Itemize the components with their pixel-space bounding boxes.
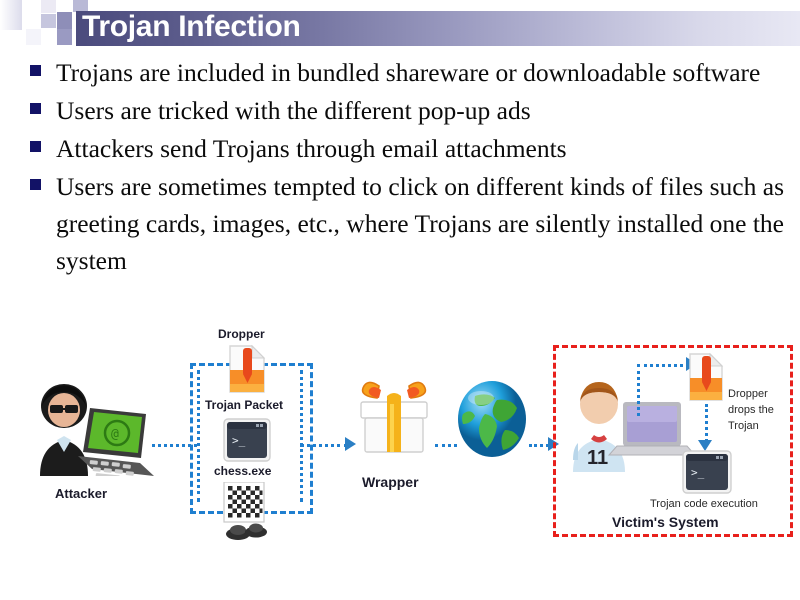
connector-victim-to-dropper xyxy=(637,364,689,367)
victim-user-figure: 11 xyxy=(565,380,697,472)
connector-victim-up xyxy=(637,364,640,416)
victim-jersey-number: 11 xyxy=(587,447,608,469)
dropper-drops-trojan-line2: drops the xyxy=(728,404,774,416)
svg-text:>_: >_ xyxy=(691,466,705,479)
bullet-text: Users are sometimes tempted to click on … xyxy=(56,172,784,275)
trojan-infection-diagram: Dropper Trojan Packet >_ chess.exe xyxy=(0,322,800,567)
decorative-square-icon xyxy=(41,0,56,13)
bullet-text: Users are tricked with the different pop… xyxy=(56,96,531,125)
terminal-icon: >_ xyxy=(223,418,271,462)
connector-vertical-right xyxy=(300,370,303,502)
dropper-icon xyxy=(688,352,724,402)
connector-packet-to-wrapper xyxy=(300,444,348,447)
dropper-drops-trojan-line1: Dropper xyxy=(728,388,768,400)
decorative-square-icon xyxy=(57,0,72,13)
bullet-square-icon xyxy=(30,65,41,76)
arrow-head-icon xyxy=(345,437,356,451)
slide-title-bar: Trojan Infection xyxy=(0,0,800,48)
decorative-square-icon xyxy=(41,29,56,45)
globe-internet-icon xyxy=(455,380,529,458)
connector-wrapper-to-globe xyxy=(435,444,457,447)
trojan-packet-label: Trojan Packet xyxy=(205,398,284,412)
bullet-square-icon xyxy=(30,141,41,152)
connector-dropper-to-terminal xyxy=(705,404,708,442)
decorative-square-icon xyxy=(57,29,72,45)
dropper-icon xyxy=(228,344,266,394)
trojan-code-execution-label: Trojan code execution xyxy=(650,498,758,510)
decorative-square-icon xyxy=(0,0,22,30)
dropper-drops-trojan-line3: Trojan xyxy=(728,420,759,432)
list-item: Attackers send Trojans through email att… xyxy=(24,130,784,167)
victim-system-box xyxy=(553,345,793,537)
decorative-square-icon xyxy=(26,14,41,28)
decorative-square-icon xyxy=(57,12,72,29)
connector-attacker-to-packet xyxy=(152,444,197,447)
wrapper-gift-icon xyxy=(355,380,433,458)
list-item: Users are tricked with the different pop… xyxy=(24,92,784,129)
chess-exe-label: chess.exe xyxy=(214,464,272,478)
dropper-label: Dropper xyxy=(218,327,265,341)
bullet-text: Attackers send Trojans through email att… xyxy=(56,134,567,163)
victim-system-label: Victim's System xyxy=(612,514,719,530)
title-gradient-band xyxy=(76,11,800,46)
attacker-label: Attacker xyxy=(55,486,108,501)
attacker-figure: @ xyxy=(30,380,160,480)
svg-text:>_: >_ xyxy=(232,434,246,447)
bullet-text: Trojans are included in bundled sharewar… xyxy=(56,58,761,87)
decorative-square-icon xyxy=(73,0,88,12)
terminal-icon: >_ xyxy=(682,450,732,494)
wrapper-label: Wrapper xyxy=(362,474,419,490)
svg-text:@: @ xyxy=(111,427,119,442)
list-item: Trojans are included in bundled sharewar… xyxy=(24,54,784,91)
bullet-square-icon xyxy=(30,179,41,190)
chessboard-icon xyxy=(222,481,274,544)
page-title: Trojan Infection xyxy=(82,10,301,43)
arrow-head-icon xyxy=(698,440,712,451)
connector-globe-to-victim xyxy=(529,444,554,447)
connector-vertical-left xyxy=(197,370,200,502)
decorative-square-icon xyxy=(26,0,40,13)
decorative-square-icon xyxy=(41,14,56,28)
bullet-square-icon xyxy=(30,103,41,114)
bullet-list: Trojans are included in bundled sharewar… xyxy=(24,54,784,280)
decorative-square-icon xyxy=(26,29,41,45)
list-item: Users are sometimes tempted to click on … xyxy=(24,168,784,279)
